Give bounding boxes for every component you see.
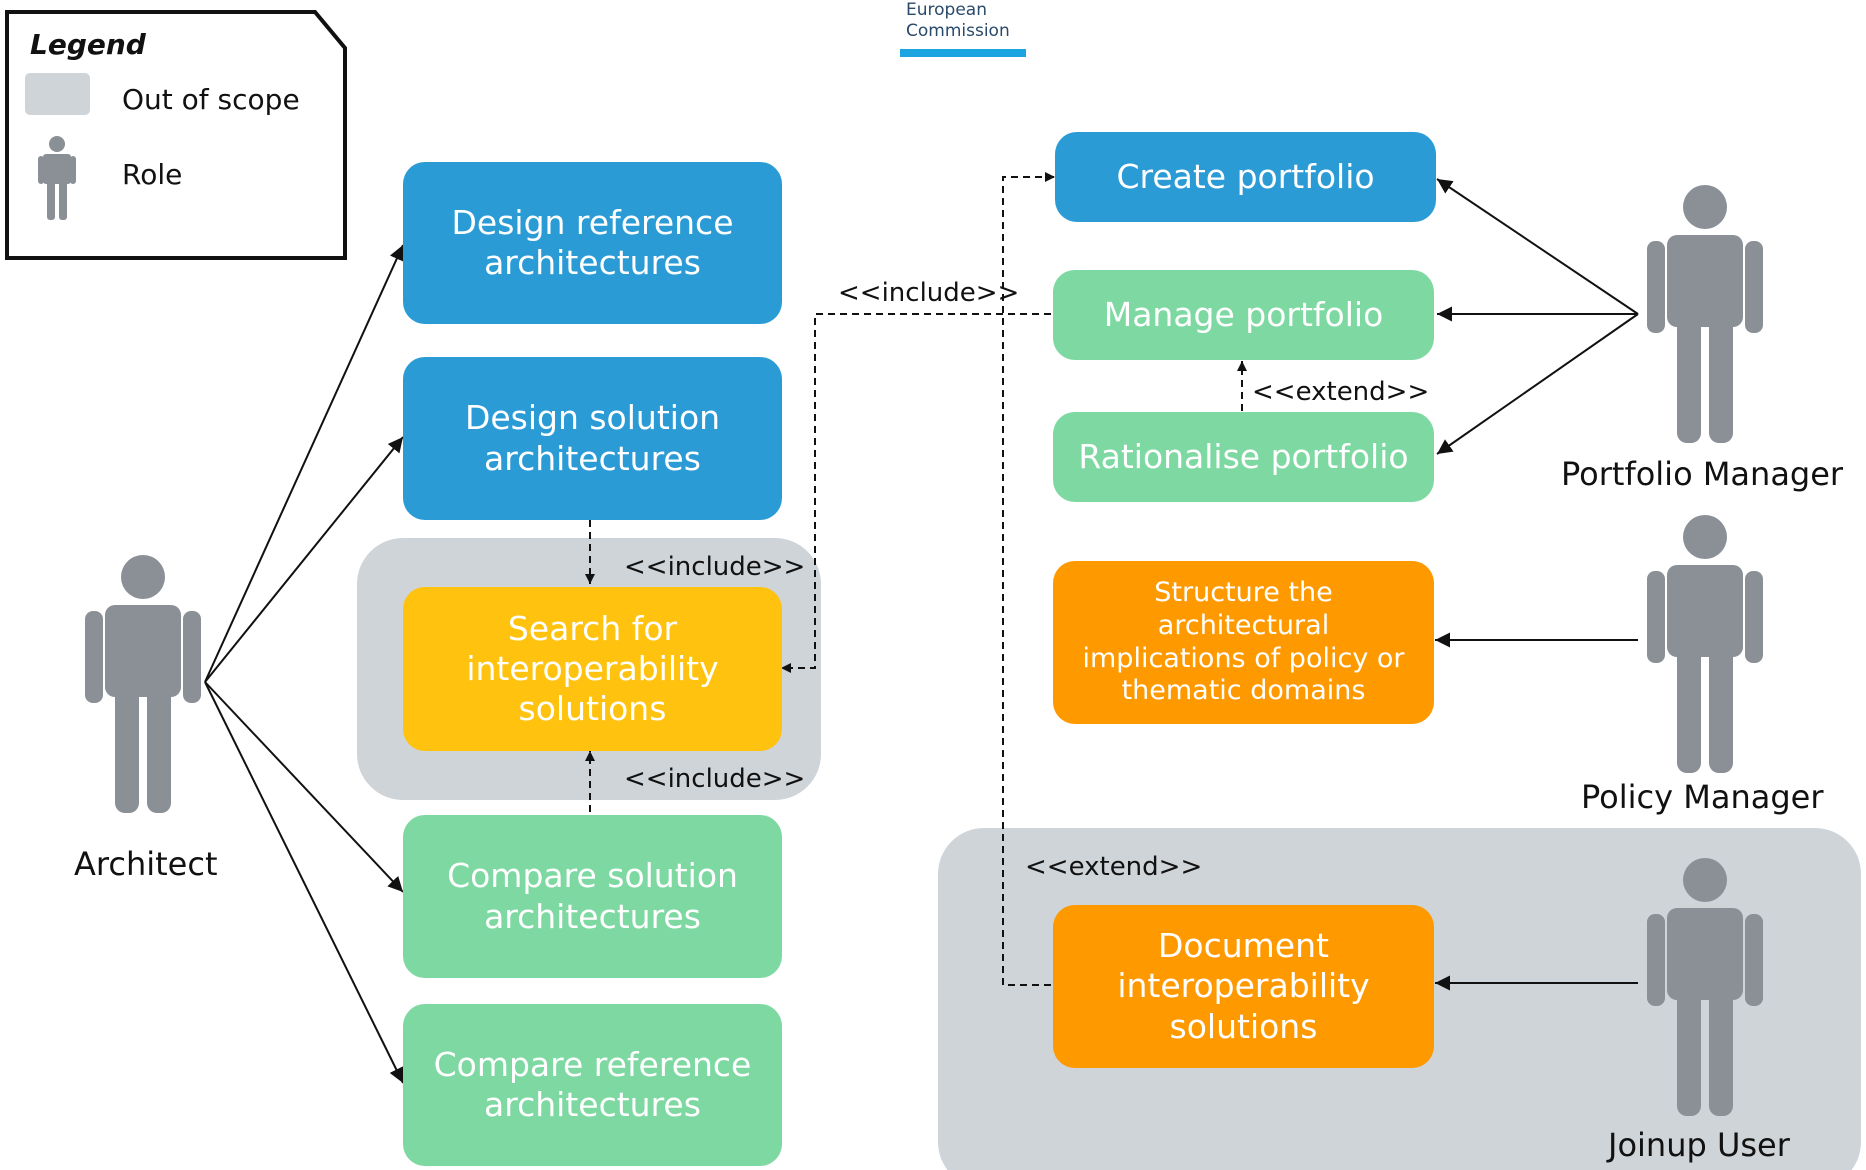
usecase-design-reference: Design reference architectures	[403, 162, 782, 324]
logo-line-2: Commission	[906, 21, 1010, 41]
usecase-create-portfolio: Create portfolio	[1055, 132, 1436, 222]
legend-out-of-scope-label: Out of scope	[122, 83, 300, 116]
assoc-architect-compare-solution	[204, 681, 404, 893]
label-extend-document: <<extend>>	[1025, 852, 1203, 882]
role-architect: Architect	[74, 845, 218, 883]
label-include-mid: <<include>>	[624, 552, 806, 582]
usecase-design-solution: Design solution architectures	[403, 357, 782, 520]
role-policy-manager: Policy Manager	[1581, 778, 1824, 816]
legend: Legend Out of scope Role	[5, 10, 352, 260]
usecase-compare-solution: Compare solution architectures	[403, 815, 782, 978]
assoc-pm-rationalise	[1436, 313, 1639, 455]
include-manage-search	[781, 313, 1051, 673]
portfolio-manager-figure-icon	[1647, 185, 1763, 443]
assoc-pm-create	[1436, 178, 1639, 315]
label-extend-rationalise: <<extend>>	[1252, 377, 1430, 407]
label-include-bottom: <<include>>	[624, 764, 806, 794]
legend-role-label: Role	[122, 158, 183, 191]
legend-role-icon	[38, 136, 76, 220]
assoc-architect-design-reference	[204, 244, 404, 683]
usecase-structure-implications: Structure the architectural implications…	[1053, 561, 1434, 724]
usecase-rationalise-portfolio: Rationalise portfolio	[1053, 412, 1434, 502]
label-include-top: <<include>>	[838, 278, 1020, 308]
legend-frame	[5, 10, 347, 260]
assoc-architect-design-solution	[204, 436, 404, 683]
joinup-user-figure-icon	[1647, 858, 1763, 1116]
logo-bar	[900, 49, 1026, 57]
usecase-manage-portfolio: Manage portfolio	[1053, 270, 1434, 360]
usecase-search-solutions: Search for interoperability solutions	[403, 587, 782, 751]
usecase-compare-reference: Compare reference architectures	[403, 1004, 782, 1166]
role-joinup-user: Joinup User	[1608, 1126, 1790, 1164]
legend-title: Legend	[30, 28, 146, 61]
policy-manager-figure-icon	[1647, 515, 1763, 773]
role-portfolio-manager: Portfolio Manager	[1561, 455, 1844, 493]
architect-figure-icon	[85, 555, 201, 813]
assoc-architect-compare-reference	[204, 681, 404, 1084]
extend-document-create	[1002, 172, 1055, 986]
logo-line-1: European	[906, 0, 987, 20]
usecase-document-solutions: Document interoperability solutions	[1053, 905, 1434, 1068]
